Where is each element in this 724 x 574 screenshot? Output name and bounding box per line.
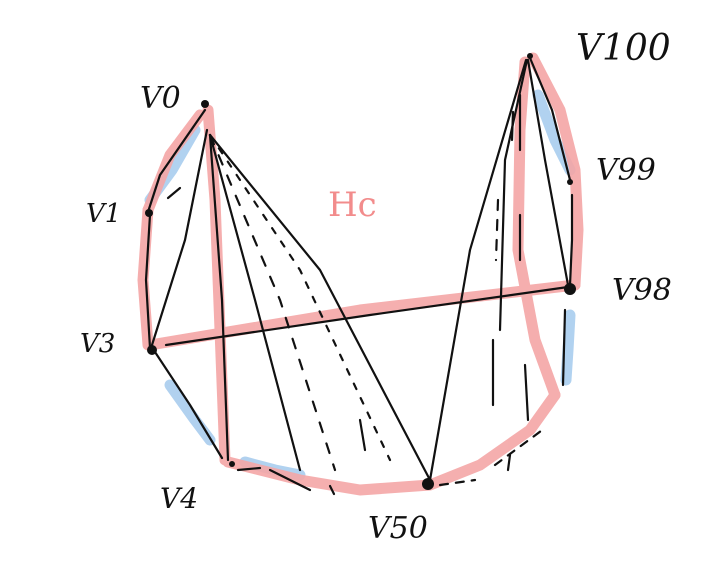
edge-v4-bottom [236,466,262,472]
vertex-dot-v4 [229,461,235,467]
vertex-dot-v50 [422,478,434,490]
edge-v100-v98 [526,58,570,287]
edge-v0-v4 [208,133,230,462]
edge-v0-short [166,186,182,200]
red-edge-bottom-arc [222,389,561,496]
edge-v0-v50 [208,133,432,482]
red-edge-v100-right [527,52,584,291]
edge-bottom-mid [268,468,312,492]
vertex-dot-v99 [567,179,573,185]
vertex-dot-v100 [527,53,533,59]
edge-bottom-right [438,478,477,487]
ink-edges-layer [144,56,574,496]
edge-bottom-right-2 [493,426,547,467]
edge-v0-fan-2 [208,133,392,462]
edge-v100-v99 [528,56,572,182]
red-edge-v100-left [512,56,561,401]
red-edge-v1-v3 [137,204,154,351]
edge-bottom-tick [328,484,336,496]
label-v0: V0 [140,81,181,116]
edge-v0-fan-3 [208,133,337,472]
edge-v100-fan-3 [510,110,515,142]
vertex-dot-v98 [564,283,576,295]
blue-edge-v3-v4 [164,379,216,446]
label-v98: V98 [612,273,672,308]
label-v4: V4 [160,482,198,515]
label-v99: V99 [596,153,656,188]
edge-bottom-tick-2 [506,453,512,472]
label-v50: V50 [368,511,428,546]
edge-v1-v3 [144,213,152,350]
vertex-dots [145,53,576,490]
edge-v3-v4 [153,350,224,460]
edge-v99-v98 [568,193,574,287]
label-v3: V3 [80,329,115,359]
label-v100: V100 [576,28,671,69]
cycle-label-hc: Hc [328,185,377,225]
edge-v0-v3 [150,128,209,347]
edge-right-lower-3 [523,363,530,422]
edge-v100-dash-1 [494,198,500,262]
edge-left-dash [358,418,367,452]
edge-v100-fan-1 [498,58,529,332]
edge-v100-v50 [428,58,528,482]
edge-v0-v1 [146,108,207,214]
label-v1: V1 [86,199,121,229]
vertex-dot-v0 [201,100,209,108]
edge-v0-fan-1 [208,133,302,472]
edge-v3-v98 [164,285,570,347]
edge-right-lower [561,308,567,387]
blue-edge-right-lower [560,309,576,386]
vertex-dot-v3 [147,345,157,355]
vertex-dot-v1 [145,209,153,217]
